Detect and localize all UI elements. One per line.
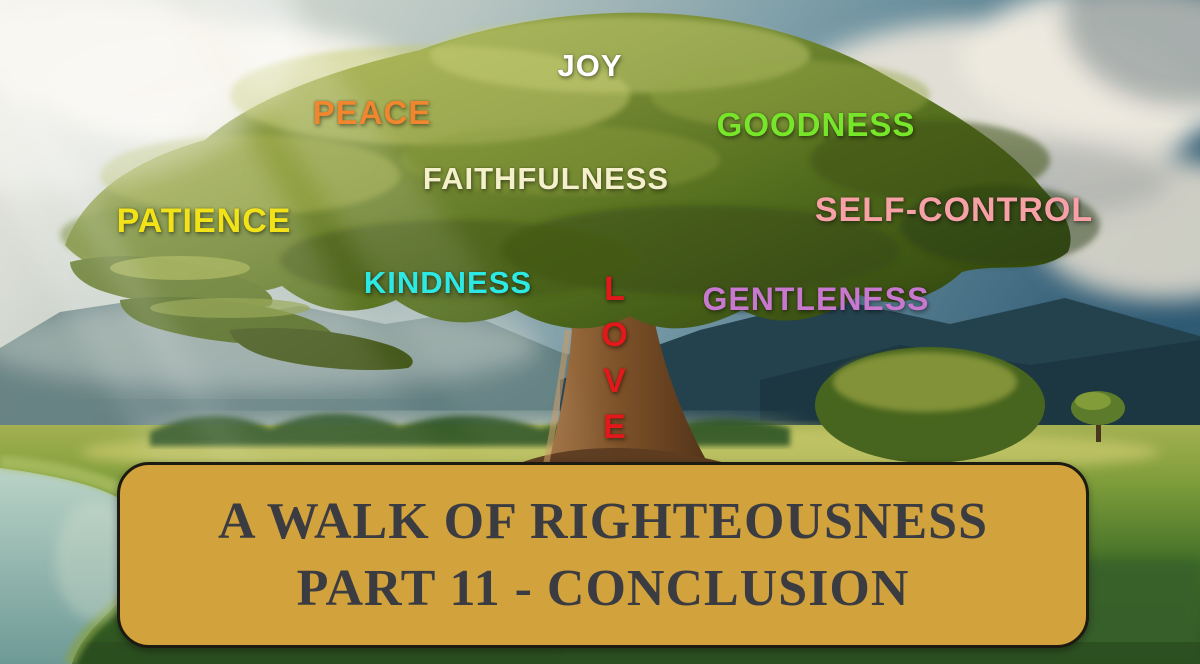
- small-tree: [1071, 391, 1125, 442]
- title-line-1: A WALK OF RIGHTEOUSNESS: [218, 492, 988, 550]
- label-love: LOVE: [601, 270, 629, 446]
- label-self-control: SELF-CONTROL: [814, 191, 1094, 229]
- label-kindness: KINDNESS: [363, 265, 533, 300]
- label-patience: PATIENCE: [116, 202, 292, 240]
- label-faithfulness: FAITHFULNESS: [422, 161, 670, 196]
- label-goodness: GOODNESS: [716, 106, 916, 143]
- label-joy: JOY: [557, 48, 623, 83]
- label-peace: PEACE: [312, 94, 432, 131]
- label-gentleness: GENTLENESS: [702, 281, 930, 317]
- title-line-2: PART 11 - CONCLUSION: [296, 560, 910, 617]
- title-banner: A WALK OF RIGHTEOUSNESS PART 11 - CONCLU…: [117, 462, 1089, 648]
